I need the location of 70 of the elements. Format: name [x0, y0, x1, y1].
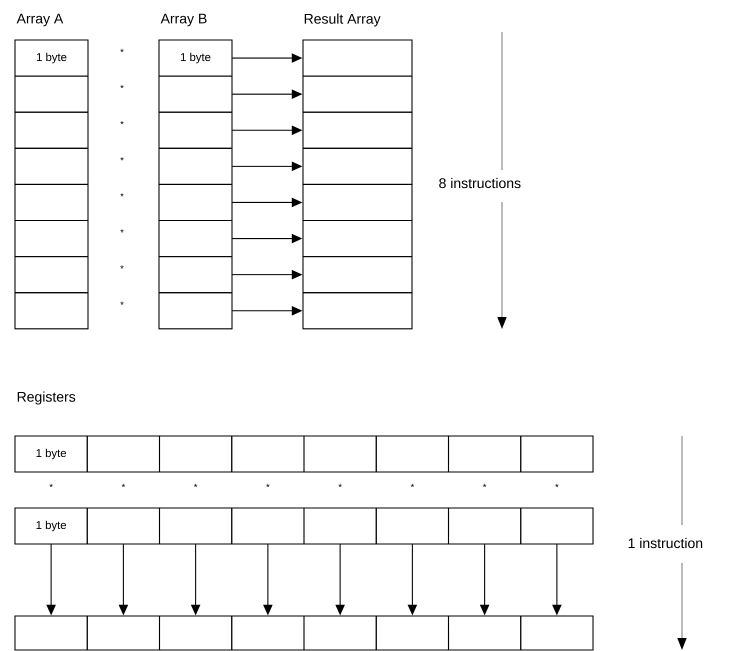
asterisk: * [120, 84, 124, 88]
memory-cell [302, 292, 413, 330]
memory-cell [158, 435, 232, 473]
memory-cell [158, 220, 233, 258]
asterisk: * [120, 193, 124, 196]
asterisk: * [555, 484, 559, 488]
memory-cell [14, 112, 89, 149]
memory-cell [14, 148, 89, 185]
memory-cell [302, 112, 413, 149]
heading-text: Array B [160, 14, 207, 26]
memory-cell [86, 507, 160, 545]
memory-cell [14, 256, 89, 294]
asterisk: * [120, 229, 124, 233]
memory-cell [302, 184, 413, 222]
memory-cell [14, 184, 89, 222]
memory-cell [376, 615, 450, 651]
memory-cell [158, 256, 233, 294]
byte-cell: 1 byte [14, 39, 89, 77]
memory-cell [302, 256, 413, 294]
memory-cell [158, 184, 233, 222]
asterisk: * [120, 48, 124, 52]
instruction-count: 1 instruction [628, 538, 702, 548]
memory-cell [231, 615, 305, 651]
section-heading: Registers [18, 391, 76, 405]
memory-cell [158, 112, 233, 149]
memory-cell [14, 220, 89, 258]
memory-cell [376, 507, 450, 545]
memory-cell [520, 507, 594, 545]
memory-cell [303, 507, 377, 545]
memory-cell [158, 292, 233, 330]
asterisk: * [120, 121, 124, 124]
instruction-count: 8 instructions [439, 178, 521, 188]
memory-cell [520, 435, 594, 473]
asterisk: * [266, 484, 270, 488]
memory-cell [231, 435, 305, 473]
heading-text: Array A [16, 14, 64, 26]
memory-cell [86, 435, 160, 473]
memory-cell [231, 507, 305, 545]
heading-text: Result Array [304, 13, 381, 27]
memory-cell [303, 615, 377, 651]
memory-cell [14, 76, 89, 113]
memory-cell [303, 435, 377, 473]
asterisk: * [49, 484, 53, 488]
byte-cell: 1 byte [14, 507, 88, 545]
asterisk: * [194, 484, 198, 488]
asterisk: * [120, 265, 124, 269]
memory-cell [448, 615, 522, 651]
memory-cell [302, 76, 413, 113]
asterisk: * [120, 302, 124, 305]
memory-cell [158, 148, 233, 185]
asterisk: * [482, 484, 486, 488]
memory-cell [86, 615, 160, 651]
memory-cell [14, 292, 89, 330]
byte-cell: 1 byte [14, 435, 88, 473]
asterisk: * [338, 484, 342, 488]
memory-cell [158, 76, 233, 113]
memory-cell [448, 507, 522, 545]
asterisk: * [122, 484, 126, 488]
asterisk: * [410, 484, 414, 488]
memory-cell [520, 615, 594, 651]
memory-cell [302, 220, 413, 258]
memory-cell [14, 615, 88, 651]
byte-cell: 1 byte [158, 39, 233, 77]
memory-cell [302, 148, 413, 185]
memory-cell [158, 615, 232, 651]
memory-cell [376, 435, 450, 473]
memory-cell [448, 435, 522, 473]
memory-cell [158, 507, 232, 545]
asterisk: * [120, 157, 124, 160]
memory-cell [302, 39, 413, 77]
